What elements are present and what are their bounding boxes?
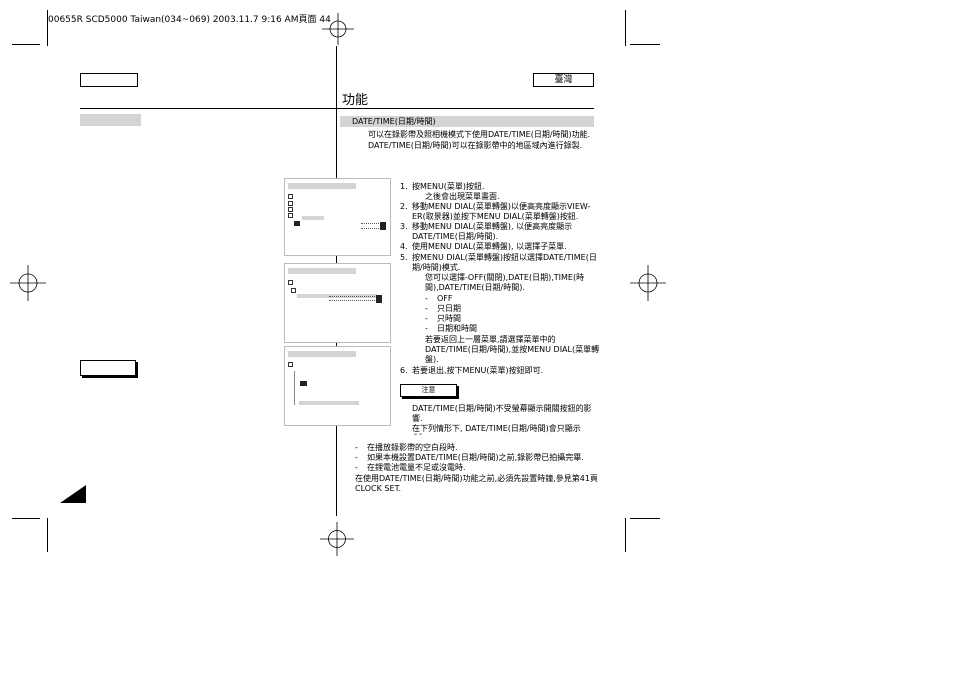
note-line-1: DATE/TIME(日期/時間)不受螢幕顯示開關按鈕的影 bbox=[412, 404, 592, 413]
menu-value-block bbox=[376, 295, 382, 303]
registration-target-bottom bbox=[320, 522, 354, 556]
section-heading: DATE/TIME(日期/時間) bbox=[352, 117, 436, 126]
option-dash: - bbox=[425, 304, 428, 313]
step-1-line-2: 之後會出現菜單畫面. bbox=[425, 192, 500, 201]
menu-highlight bbox=[294, 221, 300, 226]
menu-row-highlight bbox=[302, 216, 324, 220]
step-5-line-1: 按MENU DIAL(菜單轉盤)按鈕以選擇DATE/TIME(日 bbox=[412, 253, 597, 262]
option-dash: - bbox=[425, 324, 428, 333]
option-date-time: 日期和時間 bbox=[437, 324, 477, 333]
intro-line-2: DATE/TIME(日期/時間)可以在錄影帶中的地區域內進行錄製. bbox=[368, 141, 583, 150]
page-triangle-icon bbox=[60, 485, 86, 503]
menu-icon bbox=[288, 194, 293, 199]
step-6-num: 6. bbox=[400, 366, 408, 375]
print-header: 00655R SCD5000 Taiwan(034~069) 2003.11.7… bbox=[48, 15, 331, 25]
crop-mark-bottom-left-h bbox=[12, 518, 40, 519]
registration-target-left bbox=[10, 265, 46, 301]
menu-dotted-row bbox=[361, 223, 379, 224]
note-line-2: 響. bbox=[412, 414, 423, 423]
menu-screen-2-title-bar bbox=[288, 268, 356, 274]
menu-screen-3-title-bar bbox=[288, 351, 356, 357]
return-note-1: 若要返回上一層菜單,請選擇菜單中的 bbox=[425, 335, 556, 344]
menu-screen-2 bbox=[284, 263, 391, 343]
step-2-line-1: 移動MENU DIAL(菜單轉盤)以便高亮度顯示VIEW- bbox=[412, 202, 591, 211]
crop-mark-bottom-right-v bbox=[625, 518, 626, 552]
condition-dash: - bbox=[355, 463, 358, 472]
menu-tree-line bbox=[294, 371, 295, 405]
step-2-num: 2. bbox=[400, 202, 408, 211]
step-1-line-1: 按MENU(菜單)按鈕. bbox=[412, 182, 485, 191]
left-section-bar bbox=[80, 114, 141, 126]
menu-icon bbox=[288, 213, 293, 218]
step-3-num: 3. bbox=[400, 222, 408, 231]
page-title: 功能 bbox=[342, 93, 369, 108]
note-marks: “ ” bbox=[414, 433, 423, 440]
menu-dotted-row bbox=[329, 300, 375, 301]
footer-note-2: CLOCK SET. bbox=[355, 484, 402, 493]
intro-line-1: 可以在錄影帶及照相機模式下使用DATE/TIME(日期/時間)功能. bbox=[368, 130, 591, 139]
menu-icon bbox=[288, 280, 293, 285]
step-3-line-1: 移動MENU DIAL(菜單轉盤), 以便高亮度顯示 bbox=[412, 222, 573, 231]
step-5-line-2: 期/時間)模式. bbox=[412, 263, 461, 272]
menu-dotted-row bbox=[361, 228, 379, 229]
return-note-3: 盤). bbox=[425, 355, 439, 364]
crop-mark-top-right-h bbox=[630, 44, 660, 45]
menu-screen-1-title-bar bbox=[288, 183, 356, 189]
step-4-line-1: 使用MENU DIAL(菜單轉盤), 以選擇子菜單. bbox=[412, 242, 567, 251]
option-time: 只時間 bbox=[437, 314, 461, 323]
menu-dotted-row bbox=[329, 296, 375, 297]
option-date: 只日期 bbox=[437, 304, 461, 313]
menu-row-highlight bbox=[299, 401, 359, 405]
footer-note-1: 在使用DATE/TIME(日期/時間)功能之前,必須先設置時鐘,參見第41頁 bbox=[355, 474, 598, 483]
menu-screen-3 bbox=[284, 346, 391, 426]
condition-2: 如果本機設置DATE/TIME(日期/時間)之前,錄影帶已拍攝完畢. bbox=[367, 453, 584, 462]
menu-icon bbox=[288, 201, 293, 206]
menu-screen-1 bbox=[284, 178, 391, 256]
step-5-detail-2: 間),DATE/TIME(日期/時間). bbox=[425, 283, 525, 292]
left-header-box bbox=[80, 73, 138, 87]
condition-3: 在鋰電池電量不足或沒電時. bbox=[367, 463, 466, 472]
crop-mark-bottom-left-v bbox=[47, 518, 48, 552]
crop-mark-top-left-h bbox=[12, 44, 40, 45]
condition-1: 在播放錄影帶的空白段時. bbox=[367, 443, 458, 452]
region-label-box: 臺灣 bbox=[533, 73, 594, 87]
step-2-line-2: ER(取景器)並按下MENU DIAL(菜單轉盤)按鈕. bbox=[412, 212, 579, 221]
note-label: 注意 bbox=[421, 386, 436, 394]
crop-mark-bottom-right-h bbox=[630, 518, 660, 519]
crop-mark-top-left-v bbox=[47, 10, 48, 46]
note-label-box: 注意 bbox=[400, 384, 457, 397]
note-line-3: 在下列情形下, DATE/TIME(日期/時間)會只顯示 bbox=[412, 424, 581, 433]
region-label: 臺灣 bbox=[554, 75, 573, 85]
step-4-num: 4. bbox=[400, 242, 408, 251]
step-1-num: 1. bbox=[400, 182, 408, 191]
return-note-2: DATE/TIME(日期/時間),並按MENU DIAL(菜單轉 bbox=[425, 345, 600, 354]
step-5-detail-1: 您可以選擇-OFF(關閉),DATE(日期),TIME(時 bbox=[425, 273, 585, 282]
crop-mark-top-right-v bbox=[625, 10, 626, 46]
menu-icon bbox=[288, 207, 293, 212]
registration-target-top bbox=[322, 13, 354, 45]
option-off: OFF bbox=[437, 294, 453, 303]
option-dash: - bbox=[425, 314, 428, 323]
step-3-line-2: DATE/TIME(日期/時間). bbox=[412, 232, 499, 241]
registration-target-right bbox=[630, 265, 666, 301]
option-dash: - bbox=[425, 294, 428, 303]
menu-icon bbox=[291, 288, 296, 293]
condition-dash: - bbox=[355, 453, 358, 462]
menu-highlight bbox=[300, 381, 307, 386]
step-5-num: 5. bbox=[400, 253, 408, 262]
condition-dash: - bbox=[355, 443, 358, 452]
menu-value-block bbox=[380, 222, 386, 230]
header-rule bbox=[80, 108, 594, 109]
step-6-text: 若要退出,按下MENU(菜單)按鈕即可. bbox=[412, 366, 544, 375]
menu-icon bbox=[288, 362, 293, 367]
section-heading-bar bbox=[340, 116, 594, 127]
left-note-box bbox=[80, 360, 136, 376]
